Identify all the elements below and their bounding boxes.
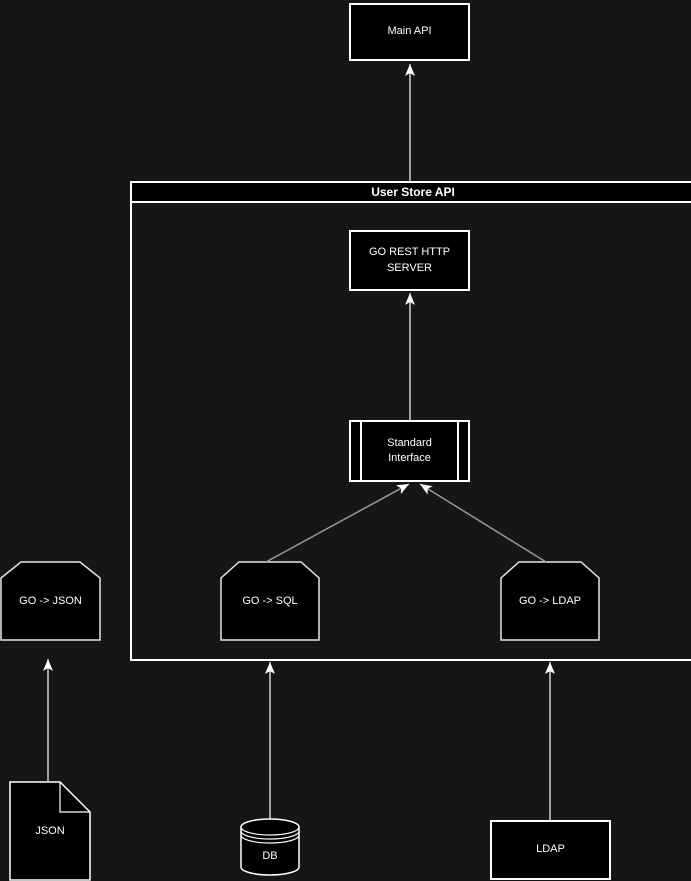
main-api-node[interactable]: Main API <box>349 3 470 61</box>
standard-interface-label: Standard Interface <box>387 436 432 464</box>
connector-goldap-to-stdiface <box>419 483 547 563</box>
standard-interface-node[interactable]: Standard Interface <box>349 420 470 482</box>
json-document-fold <box>59 782 90 813</box>
db-cylinder-shape[interactable] <box>240 818 300 876</box>
go-rest-http-server-label: GO REST HTTP SERVER <box>368 246 451 274</box>
ldap-node[interactable]: LDAP <box>490 820 611 880</box>
interface-side-bar-left <box>360 422 362 480</box>
db-cylinder-rim-1 <box>240 826 300 836</box>
go-ldap-shape[interactable] <box>500 561 600 641</box>
interface-side-bar-right <box>457 422 459 480</box>
ldap-label: LDAP <box>536 843 565 856</box>
go-sql-shape[interactable] <box>220 561 320 641</box>
json-document-shape[interactable] <box>9 781 91 881</box>
user-store-api-title: User Store API <box>371 185 455 199</box>
main-api-label: Main API <box>387 25 432 38</box>
go-rest-http-server-node[interactable]: GO REST HTTP SERVER <box>349 230 470 291</box>
user-store-api-container[interactable]: User Store API <box>130 181 691 661</box>
user-store-api-titlebar: User Store API <box>132 183 691 203</box>
db-cylinder-rim-3 <box>240 834 300 844</box>
db-cylinder-rim-2 <box>240 830 300 840</box>
connector-gosql-to-stdiface <box>265 483 410 563</box>
go-json-shape[interactable] <box>0 561 101 641</box>
